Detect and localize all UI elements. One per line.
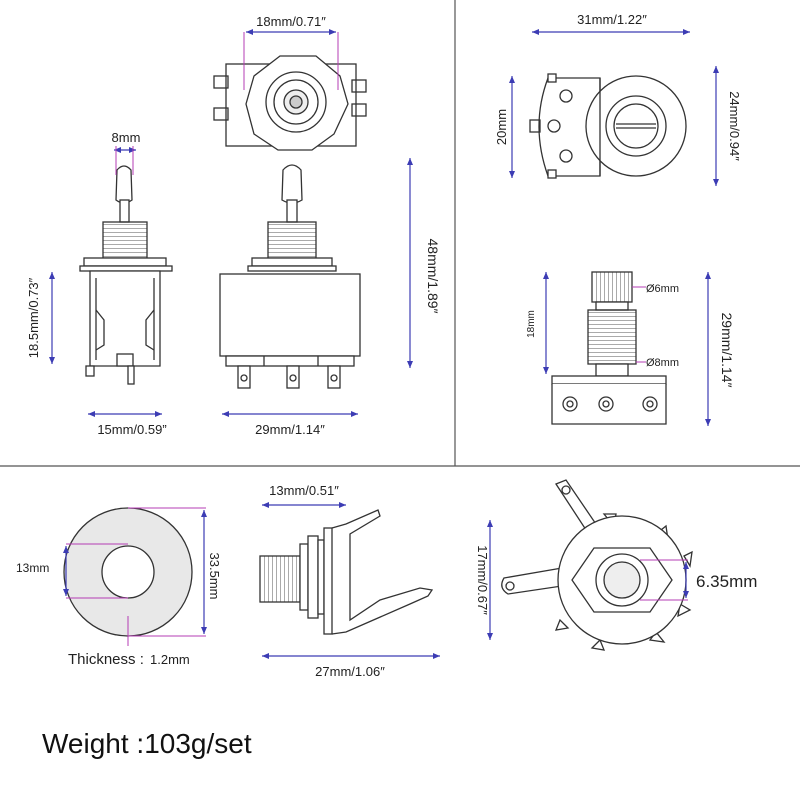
toggle-side-width-label: 15mm/0.59” [97,422,166,437]
toggle-lever-width-dimension: 8mm [112,130,141,175]
pot-shaft-diameter-dimension: Ø6mm Ø8mm [632,283,679,369]
pot-body-height-dimension: 20mm [494,76,515,178]
pot-diameter-label: 24mm/0.94″ [727,91,742,161]
jack-side-view [259,509,434,635]
jack-height-label: 17mm/0.67″ [475,545,490,615]
toggle-lever-width-label: 8mm [112,130,141,145]
washer-inner-label: 13mm [16,561,49,575]
toggle-switch-side-view [79,165,173,385]
washer-outer-label: 33.5mm [207,553,222,600]
toggle-switch-front-view [219,164,361,389]
panel-dividers [0,0,800,467]
jack-total-length-label: 27mm/1.06″ [315,664,385,679]
toggle-body-height-dimension: 18.5mm/0.73″ [26,272,55,364]
toggle-top-width-label: 18mm/0.71″ [256,14,326,29]
pot-total-height-label: 29mm/1.14″ [719,313,735,388]
pot-width-label: 31mm/1.22″ [577,12,647,27]
pot-diameter-dimension: 24mm/0.94″ [713,66,742,186]
jack-front-view [501,479,693,651]
toggle-front-width-dimension: 29mm/1.14″ [222,411,358,437]
pot-body-height-label: 20mm [494,109,509,145]
toggle-total-height-label: 48mm/1.89″ [425,239,441,314]
washer-inner-dimension: 13mm [16,543,128,599]
pot-total-height-dimension: 29mm/1.14″ [705,272,735,426]
jack-hole-dimension: 6.35mm [640,559,757,601]
pot-shaft-length-label: 18mm [526,310,537,338]
jack-thread-width-label: 13mm/0.51″ [269,483,339,498]
washer-view [63,507,193,637]
pot-shaft-diameter-label: Ø6mm [646,283,679,295]
potentiometer-top-view [529,73,687,179]
jack-height-dimension: 17mm/0.67″ [475,520,493,640]
toggle-front-width-label: 29mm/1.14″ [255,422,325,437]
toggle-top-width-dimension: 18mm/0.71″ [243,14,339,90]
washer-outer-dimension: 33.5mm [128,507,222,637]
toggle-side-width-dimension: 15mm/0.59” [88,411,167,437]
weight-label: Weight :103g/set [42,728,252,759]
toggle-total-height-dimension: 48mm/1.89″ [407,158,441,368]
jack-total-length-dimension: 27mm/1.06″ [262,653,440,679]
toggle-switch-top-view [213,55,367,151]
pot-thread-diameter-label: Ø8mm [646,357,679,369]
potentiometer-side-view [551,271,667,425]
pot-width-dimension: 31mm/1.22″ [532,12,690,35]
washer-thickness-label: Thickness : [68,651,144,668]
pot-shaft-length-dimension: 18mm [526,272,549,374]
jack-hole-label: 6.35mm [696,572,757,591]
toggle-body-height-label: 18.5mm/0.73″ [26,277,41,358]
washer-thickness: Thickness : 1.2mm [68,616,190,668]
jack-thread-width-dimension: 13mm/0.51″ [262,483,346,508]
washer-thickness-value: 1.2mm [150,652,190,667]
